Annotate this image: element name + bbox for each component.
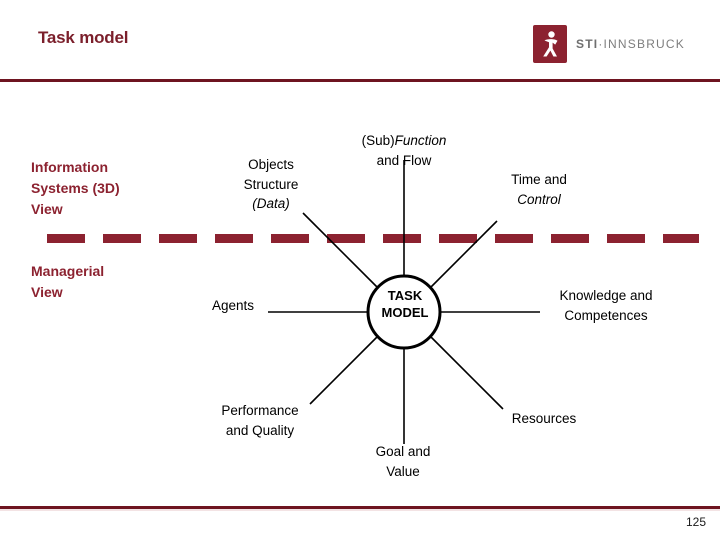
logo-wordmark-sti: STI bbox=[576, 37, 599, 51]
node-label-performance-quality: Performance and Quality bbox=[195, 401, 325, 440]
node-line-resources: Resources bbox=[511, 411, 577, 426]
spoke-objects-structure bbox=[302, 212, 379, 289]
logo-wordmark-innsbruck: INNSBRUCK bbox=[603, 37, 685, 51]
logo-wordmark: STI·INNSBRUCK bbox=[576, 37, 685, 51]
view-label-managerial: Managerial View bbox=[31, 263, 105, 300]
node-line-knowledge-and: Knowledge and bbox=[559, 288, 653, 303]
node-label-objects-structure: Objects Structure (Data) bbox=[227, 155, 315, 214]
node-line-value: Value bbox=[386, 463, 420, 479]
spoke-lines bbox=[268, 160, 540, 444]
node-line-goal-and: Goal and bbox=[375, 444, 431, 459]
spoke-performance-quality bbox=[309, 335, 379, 405]
spoke-resources bbox=[429, 335, 504, 410]
node-line-structure: Structure bbox=[243, 176, 299, 192]
view-label-information-systems: Information Systems (3D) View bbox=[31, 159, 120, 217]
node-label-goal-value: Goal and Value bbox=[355, 442, 451, 481]
node-text-function: Function bbox=[394, 133, 447, 148]
node-label-resources: Resources bbox=[498, 409, 590, 429]
node-text-sub: (Sub) bbox=[361, 133, 395, 148]
sti-figure-icon bbox=[533, 25, 568, 63]
footer-divider-rule bbox=[0, 506, 720, 509]
sti-innsbruck-logo: STI·INNSBRUCK bbox=[533, 25, 685, 63]
node-line-performance: Performance bbox=[221, 403, 299, 418]
spoke-time-control bbox=[429, 220, 498, 289]
node-line-competences: Competences bbox=[564, 307, 648, 323]
header-divider-rule bbox=[0, 79, 720, 82]
node-label-subfunction-flow: (Sub)Function and Flow bbox=[345, 131, 463, 170]
logo-wordmark-separator: · bbox=[598, 37, 604, 51]
page-title: Task model bbox=[38, 28, 129, 47]
node-label-agents: Agents bbox=[203, 296, 263, 316]
task-model-star-diagram bbox=[268, 160, 540, 444]
node-line-and-quality: and Quality bbox=[225, 422, 295, 438]
task-model-hub-circle bbox=[366, 274, 442, 350]
node-line-time-and: Time and bbox=[511, 172, 567, 187]
node-line-objects: Objects bbox=[248, 157, 294, 172]
node-line-control: Control bbox=[517, 191, 561, 207]
node-line-subfunction: (Sub)Function bbox=[345, 131, 463, 151]
node-line-and-flow: and Flow bbox=[376, 152, 432, 168]
node-line-agents: Agents bbox=[211, 298, 255, 313]
node-label-knowledge-competences: Knowledge and Competences bbox=[532, 286, 680, 325]
footer-divider-rule-soft bbox=[0, 509, 720, 511]
page-number: 125 bbox=[685, 515, 706, 529]
node-label-time-control: Time and Control bbox=[483, 170, 595, 209]
node-line-data: (Data) bbox=[252, 196, 290, 211]
